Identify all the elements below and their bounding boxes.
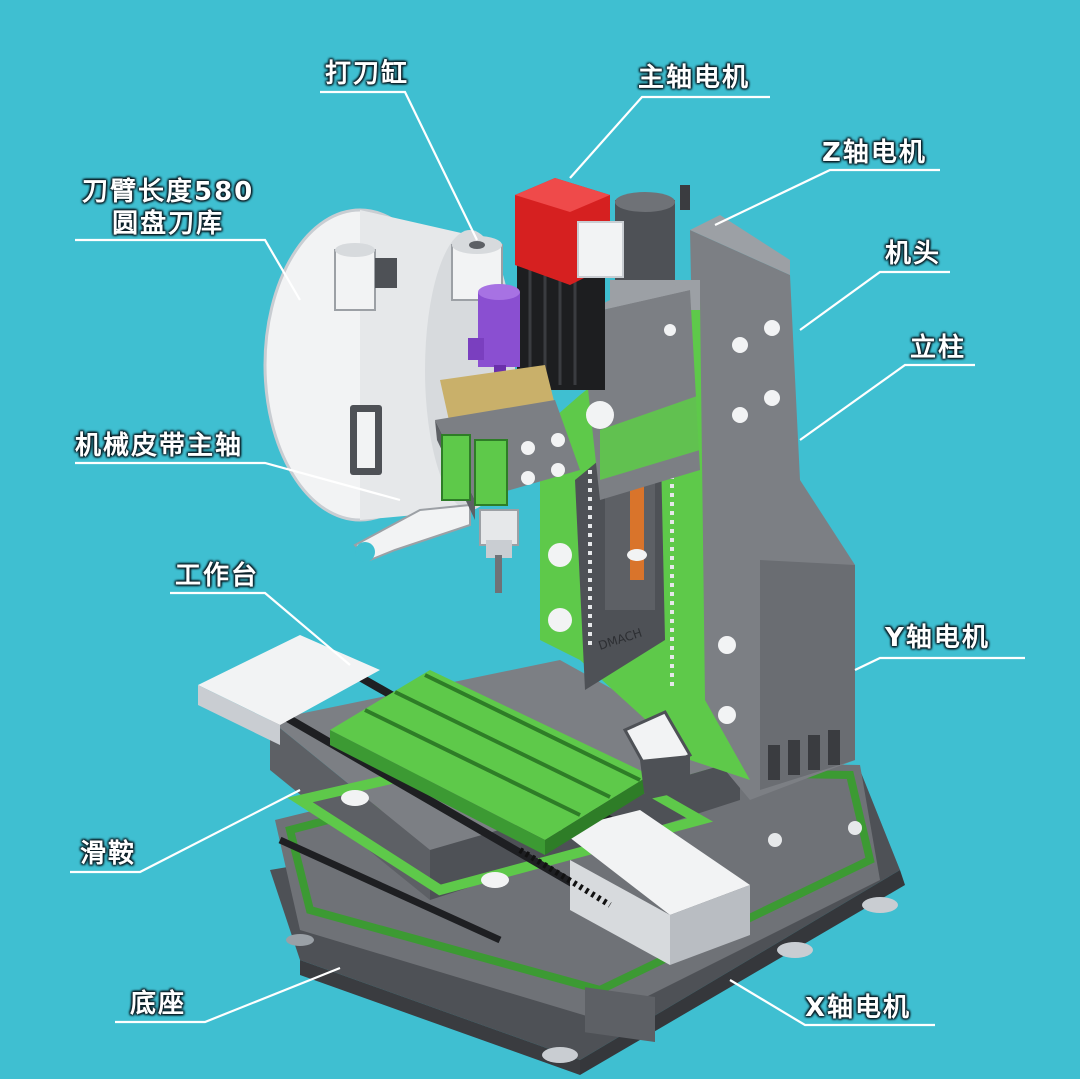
- spindle-motor-body: [515, 178, 624, 390]
- worktable-body: [330, 670, 650, 908]
- label-head-text: 机头: [885, 239, 942, 269]
- label-worktable: 工作台: [175, 560, 259, 592]
- y-motor-body: [622, 710, 693, 800]
- label-belt-spindle: 机械皮带主轴: [75, 430, 243, 462]
- label-y-motor-text: Y轴电机: [885, 623, 990, 653]
- label-spindle-motor-text: 主轴电机: [638, 63, 751, 93]
- label-z-motor-text: Z轴电机: [822, 138, 927, 168]
- label-tool-magazine: 刀臂长度580 圆盘刀库: [82, 176, 254, 240]
- label-x-motor-text: X轴电机: [805, 993, 912, 1023]
- head-body: [580, 280, 700, 500]
- label-belt-spindle-text: 机械皮带主轴: [75, 431, 244, 461]
- label-z-motor: Z轴电机: [822, 137, 927, 169]
- label-worktable-text: 工作台: [175, 561, 260, 591]
- label-drawbar-cylinder: 打刀缸: [325, 58, 409, 90]
- label-head: 机头: [885, 238, 941, 270]
- label-x-motor: X轴电机: [805, 992, 911, 1024]
- label-tool-magazine-line2: 圆盘刀库: [112, 209, 225, 239]
- label-base-text: 底座: [130, 989, 187, 1019]
- label-saddle-text: 滑鞍: [80, 839, 137, 869]
- label-drawbar-cylinder-text: 打刀缸: [325, 59, 410, 89]
- label-column: 立柱: [910, 332, 966, 364]
- label-column-text: 立柱: [910, 333, 967, 363]
- x-motor-cover: [560, 810, 750, 1043]
- label-saddle: 滑鞍: [80, 838, 136, 870]
- label-base: 底座: [130, 988, 186, 1020]
- belt-spindle-body: [435, 365, 580, 593]
- label-tool-magazine-line1: 刀臂长度580: [82, 177, 255, 207]
- label-spindle-motor: 主轴电机: [638, 62, 750, 94]
- label-y-motor: Y轴电机: [885, 622, 990, 654]
